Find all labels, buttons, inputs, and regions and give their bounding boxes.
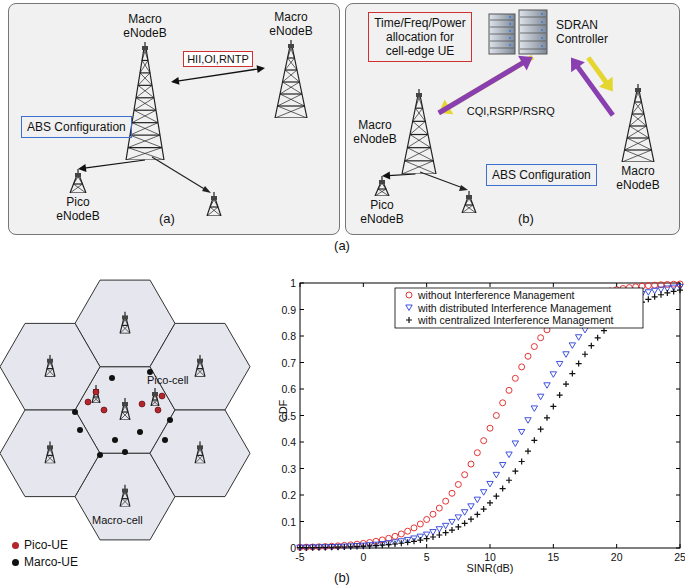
tower-icon [195, 441, 205, 463]
tower-icon [401, 89, 437, 174]
caption-label: (b) [334, 571, 350, 585]
connector-line [84, 160, 145, 168]
arrow-head [571, 58, 585, 73]
tower-icon [45, 441, 55, 463]
tower-icon [120, 311, 130, 333]
arrow-head [382, 172, 390, 180]
server-icon [486, 8, 550, 56]
station-label: Pico eNodeB [54, 195, 102, 223]
tower-icon [207, 192, 221, 216]
connector-line [588, 58, 607, 84]
base-station: Macro eNodeB [267, 10, 315, 118]
process-box: ABS Configuration [486, 164, 597, 186]
legend-swatch [12, 542, 19, 549]
connector-line [577, 65, 613, 115]
base-station: Macro eNodeB [351, 89, 437, 174]
arrow-head [171, 77, 180, 85]
tick-label: 0.8 [281, 329, 296, 343]
tick-label: 25 [674, 550, 685, 564]
connector-line [177, 69, 258, 81]
box-label: ABS Configuration [492, 168, 591, 182]
base-station: Macro eNodeB [614, 84, 662, 192]
connector [171, 65, 265, 85]
legend-row: Marco-UE [12, 555, 78, 569]
station-label: Macro eNodeB [267, 10, 315, 38]
tower-icon [125, 42, 165, 160]
connector [571, 58, 613, 116]
tower-icon [274, 40, 308, 118]
tick-label: 0.9 [281, 303, 296, 317]
tower-icon [462, 191, 476, 213]
edge-label: CQI,RSRP/RSRQ [464, 104, 558, 118]
legend-text: Marco-UE [24, 555, 78, 569]
edge-label: HII,OI,RNTP [183, 51, 253, 67]
arrow-head [518, 56, 533, 71]
arrow-head [78, 164, 86, 172]
controller: SDRAN Controller [486, 8, 636, 56]
tick-label: 1 [290, 276, 296, 290]
legend-text: with distributed Interference Management [418, 302, 611, 314]
legend-row: with centralized Interference Management [418, 314, 614, 326]
connector [588, 58, 613, 92]
process-box: Time/Freq/Power allocation for cell-edge… [368, 12, 472, 62]
arrow-head [599, 77, 613, 92]
arrow-head [257, 65, 266, 73]
legend-row: Pico-UE [12, 538, 68, 552]
caption-label: (a) [334, 239, 350, 253]
tower-icon [92, 385, 100, 403]
tick-label: 0 [290, 541, 296, 555]
legend-text: Pico-UE [24, 538, 68, 552]
tower-icon [621, 84, 655, 162]
tick-label: 0.4 [281, 435, 296, 449]
tick-label: 5 [424, 550, 430, 564]
station-label: Macro eNodeB [351, 118, 399, 146]
tower-icon [120, 398, 130, 420]
panel: (b) Time/Freq/Power allocation for cell-e… [345, 3, 680, 235]
tick-label: 15 [547, 550, 559, 564]
tick-label: 0 [360, 550, 366, 564]
caption-label: Macro-cell [92, 513, 143, 527]
tick-label: 0.5 [281, 409, 296, 423]
connector [78, 160, 145, 172]
legend-swatch [12, 559, 19, 566]
connector-line [388, 174, 415, 176]
tower-icon [151, 388, 159, 406]
tick-label: -5 [295, 550, 304, 564]
station-label: Macro eNodeB [121, 12, 169, 40]
box-label: ABS Configuration [27, 120, 126, 134]
legend-text: with centralized Interference Management [418, 314, 614, 326]
panel: (a) Macro eNodeB Macro eNodeB ABS Configura… [8, 3, 340, 235]
station-label: Macro eNodeB [614, 164, 662, 192]
tower-icon [69, 169, 87, 193]
legend-row: with distributed Interference Management [418, 302, 611, 314]
tower-icon [374, 176, 390, 196]
tick-label: 0.1 [281, 515, 296, 529]
controller-label: SDRAN Controller [556, 18, 636, 46]
tower-icon [45, 355, 55, 377]
panel-label: (b) [518, 212, 534, 226]
tick-label: 0.7 [281, 356, 296, 370]
tick-label: 20 [611, 550, 623, 564]
legend-text: without Interference Management [418, 289, 574, 301]
tick-label: 0.2 [281, 488, 296, 502]
caption-label: Pico-cell [147, 373, 189, 387]
axis-title: SINR(dB) [466, 561, 513, 575]
legend-row: without Interference Management [418, 289, 574, 301]
connector [382, 172, 416, 180]
base-station: Pico eNodeB [54, 169, 102, 223]
panel-label: (a) [159, 212, 175, 226]
tower-icon [195, 355, 205, 377]
process-box: ABS Configuration [21, 116, 132, 138]
station-label: Pico eNodeB [358, 198, 406, 226]
box-label: Time/Freq/Power allocation for cell-edge… [374, 16, 466, 58]
base-station: Pico eNodeB [358, 176, 406, 226]
tick-label: 0.6 [281, 382, 296, 396]
tick-label: 10 [484, 550, 496, 564]
tower-icon [120, 485, 130, 507]
tick-label: 0.3 [281, 462, 296, 476]
